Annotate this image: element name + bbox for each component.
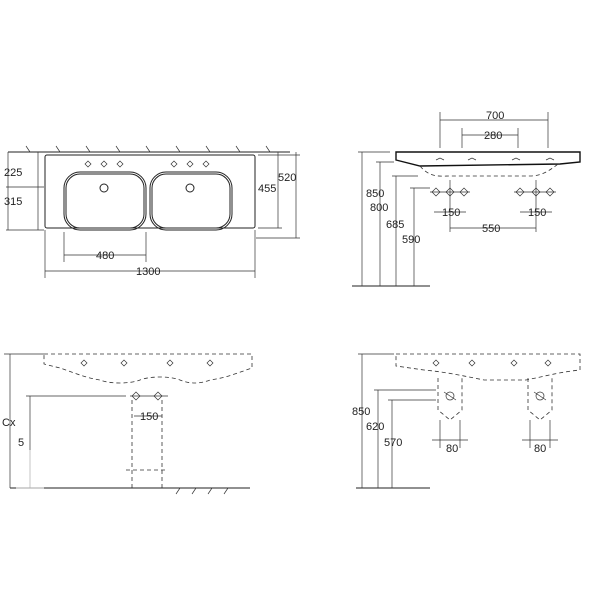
- drain-right: [185, 183, 195, 193]
- dim-315: 315: [4, 196, 22, 208]
- side-view: 700 280 850 800 685 590 150 150 550: [352, 110, 581, 287]
- floor-hatch-left: [175, 487, 229, 495]
- dim-480: 480: [96, 250, 114, 262]
- dim-550: 550: [482, 223, 500, 235]
- dim-150-left-side: 150: [442, 207, 460, 219]
- bowl-left: [63, 171, 147, 231]
- siphon-right: [527, 378, 553, 421]
- dim-150-front: 150: [140, 411, 158, 423]
- dim-280: 280: [484, 130, 502, 142]
- label-partial: 5: [18, 437, 24, 449]
- dim-80-right: 80: [534, 443, 546, 455]
- wall-hatch-top-left: [25, 145, 271, 153]
- label-cx: Cx: [2, 417, 16, 429]
- dim-700: 700: [486, 110, 504, 122]
- dim-1300: 1300: [136, 266, 160, 278]
- waste-fittings-side: [430, 180, 556, 200]
- bowl-right: [149, 171, 233, 231]
- dim-150-right-side: 150: [528, 207, 546, 219]
- siphon-view: 80 80 850 620 570: [352, 353, 581, 489]
- dim-685: 685: [386, 219, 404, 231]
- tap-holes-front: [80, 359, 214, 367]
- siphon-left: [437, 378, 463, 421]
- drain-left: [99, 183, 109, 193]
- dim-590: 590: [402, 234, 420, 246]
- dim-80-left: 80: [446, 443, 458, 455]
- dim-800: 800: [370, 202, 388, 214]
- dim-455: 455: [258, 183, 276, 195]
- dim-570: 570: [384, 437, 402, 449]
- dim-520: 520: [278, 172, 296, 184]
- plan-view: 225 315 455 520 480 1300: [4, 145, 300, 278]
- tap-holes-siphon: [432, 359, 552, 367]
- front-pedestal-view: 150 Cx 5: [2, 353, 253, 495]
- dim-620: 620: [366, 421, 384, 433]
- tap-holes-plan: [84, 160, 210, 168]
- dim-850-side: 850: [366, 188, 384, 200]
- waste-fittings-front: [130, 391, 168, 401]
- dim-225: 225: [4, 167, 22, 179]
- dim-850-siphon: 850: [352, 406, 370, 418]
